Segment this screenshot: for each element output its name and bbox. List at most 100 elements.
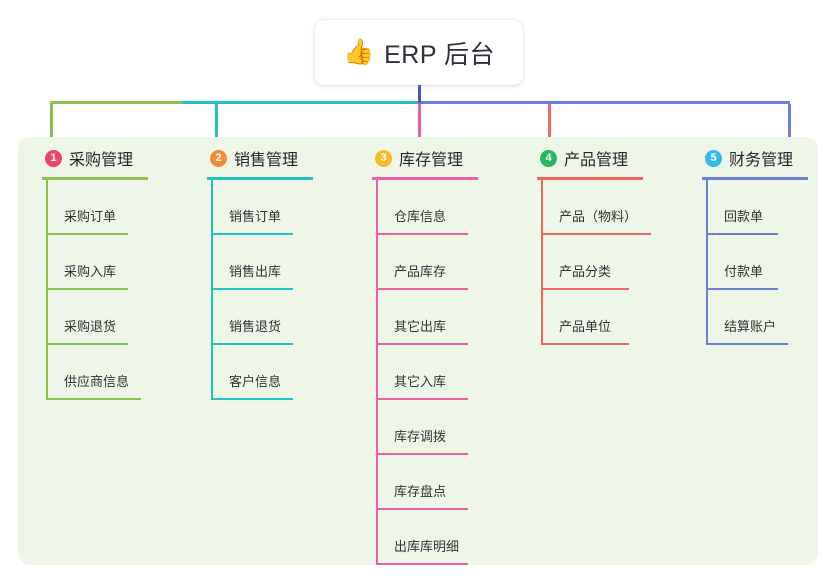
- module-item-label: 出库库明细: [394, 539, 460, 554]
- module-header-underline: [702, 177, 808, 180]
- module-item[interactable]: 其它出库: [372, 290, 522, 345]
- module-title: 采购管理: [69, 152, 134, 169]
- connector-drop-2: [215, 104, 218, 140]
- module-item-underline: [46, 343, 128, 345]
- module-item-label: 销售出库: [229, 264, 282, 279]
- module-header-4[interactable]: 4 产品管理: [537, 146, 697, 170]
- module-spine: [46, 180, 48, 400]
- module-item-underline: [376, 398, 468, 400]
- module-item-label: 库存盘点: [394, 484, 447, 499]
- module-item-label: 库存调拨: [394, 429, 447, 444]
- connector-bus-segment-2: [182, 101, 417, 104]
- module-item[interactable]: 销售出库: [207, 235, 357, 290]
- module-spine: [211, 180, 213, 400]
- module-item-underline: [376, 343, 468, 345]
- module-item[interactable]: 产品单位: [537, 290, 697, 345]
- module-item-underline: [211, 288, 293, 290]
- module-item-underline: [376, 563, 468, 565]
- module-item[interactable]: 采购入库: [42, 235, 192, 290]
- module-title: 财务管理: [729, 152, 794, 169]
- module-item-underline: [541, 288, 629, 290]
- module-item-underline: [376, 233, 468, 235]
- module-index-badge: 3: [375, 149, 392, 167]
- module-item[interactable]: 销售退货: [207, 290, 357, 345]
- module-item[interactable]: 供应商信息: [42, 345, 192, 400]
- root-node-title: ERP 后台: [384, 40, 496, 69]
- module-item[interactable]: 出库库明细: [372, 510, 522, 565]
- module-item-label: 销售订单: [229, 209, 282, 224]
- module-index-badge: 5: [705, 149, 722, 167]
- module-item[interactable]: 采购退货: [42, 290, 192, 345]
- connector-drop-5: [788, 104, 791, 140]
- module-item-label: 产品库存: [394, 264, 447, 279]
- module-item[interactable]: 销售订单: [207, 180, 357, 235]
- module-column-4: 4 产品管理产品（物料） 产品分类产品单位: [537, 146, 697, 345]
- module-item-underline: [376, 453, 468, 455]
- module-item[interactable]: 其它入库: [372, 345, 522, 400]
- module-index-badge: 1: [45, 149, 62, 167]
- module-item-label: 产品分类: [559, 264, 612, 279]
- module-item-label: 回款单: [724, 209, 764, 224]
- module-item-label: 其它出库: [394, 319, 447, 334]
- module-item-label: 结算账户: [724, 319, 777, 334]
- module-items-5: 回款单付款单结算账户: [702, 180, 839, 345]
- module-item-label: 产品单位: [559, 319, 612, 334]
- module-items-4: 产品（物料） 产品分类产品单位: [537, 180, 697, 345]
- module-item-label: 采购订单: [64, 209, 117, 224]
- module-title: 库存管理: [399, 152, 464, 169]
- module-column-3: 3 库存管理仓库信息产品库存其它出库其它入库库存调拨库存盘点出库库明细: [372, 146, 522, 565]
- module-column-1: 1 采购管理采购订单采购入库采购退货供应商信息: [42, 146, 192, 400]
- module-item-label: 其它入库: [394, 374, 447, 389]
- connector-bus-segment-1: [50, 101, 182, 104]
- root-node-content: 👍 ERP 后台: [343, 35, 495, 71]
- module-item-underline: [211, 398, 293, 400]
- connector-drop-3: [418, 104, 421, 140]
- module-header-3[interactable]: 3 库存管理: [372, 146, 522, 170]
- module-item-underline: [46, 288, 128, 290]
- module-item-underline: [541, 233, 651, 235]
- module-item[interactable]: 产品分类: [537, 235, 697, 290]
- module-item-underline: [706, 288, 778, 290]
- module-item-label: 采购入库: [64, 264, 117, 279]
- module-item[interactable]: 采购订单: [42, 180, 192, 235]
- modules-panel: [18, 137, 818, 565]
- module-item-underline: [706, 233, 778, 235]
- module-header-underline: [537, 177, 643, 180]
- connector-drop-1: [50, 104, 53, 140]
- module-spine: [706, 180, 708, 345]
- module-header-underline: [207, 177, 313, 180]
- module-spine: [541, 180, 543, 345]
- module-item-underline: [706, 343, 788, 345]
- module-item-underline: [211, 343, 293, 345]
- module-item[interactable]: 产品库存: [372, 235, 522, 290]
- module-item-label: 客户信息: [229, 374, 282, 389]
- module-header-underline: [372, 177, 478, 180]
- module-index-badge: 2: [210, 149, 227, 167]
- module-item-underline: [376, 288, 468, 290]
- module-index-badge: 4: [540, 149, 557, 167]
- module-item-underline: [46, 398, 141, 400]
- module-items-3: 仓库信息产品库存其它出库其它入库库存调拨库存盘点出库库明细: [372, 180, 522, 565]
- connector-bus-segment-4: [419, 101, 790, 104]
- module-item[interactable]: 库存盘点: [372, 455, 522, 510]
- module-item-underline: [46, 233, 128, 235]
- module-item[interactable]: 库存调拨: [372, 400, 522, 455]
- module-item-label: 付款单: [724, 264, 764, 279]
- module-item-label: 产品（物料）: [559, 209, 638, 224]
- module-item[interactable]: 仓库信息: [372, 180, 522, 235]
- module-header-5[interactable]: 5 财务管理: [702, 146, 839, 170]
- module-header-1[interactable]: 1 采购管理: [42, 146, 192, 170]
- module-item[interactable]: 回款单: [702, 180, 839, 235]
- module-item[interactable]: 结算账户: [702, 290, 839, 345]
- module-items-1: 采购订单采购入库采购退货供应商信息: [42, 180, 192, 400]
- module-item[interactable]: 产品（物料）: [537, 180, 697, 235]
- module-item-label: 销售退货: [229, 319, 282, 334]
- module-title: 产品管理: [564, 152, 629, 169]
- module-item-underline: [376, 508, 468, 510]
- root-node-erp-backend[interactable]: 👍 ERP 后台: [315, 20, 523, 85]
- module-item[interactable]: 付款单: [702, 235, 839, 290]
- module-item[interactable]: 客户信息: [207, 345, 357, 400]
